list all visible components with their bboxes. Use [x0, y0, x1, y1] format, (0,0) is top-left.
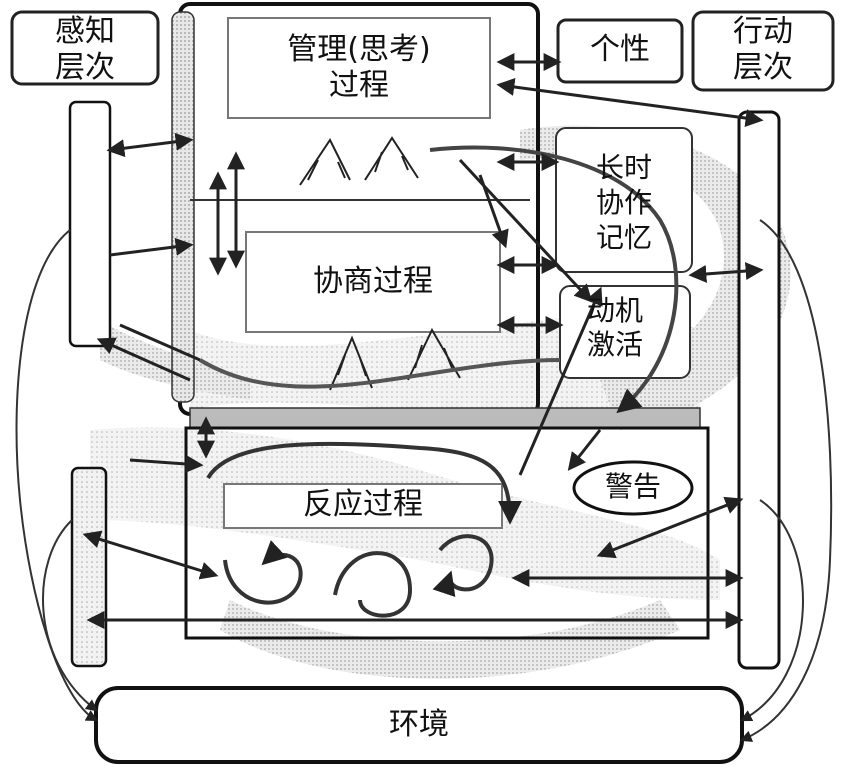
environment-label: 环境: [389, 707, 449, 742]
longterm-memory-line2: 协作: [595, 186, 652, 219]
personality-label: 个性: [590, 32, 650, 67]
motivation-label: 动机 激活: [560, 294, 670, 361]
tree-icons: [299, 136, 461, 391]
deliberation-box: [245, 231, 501, 333]
action-label: 行动 层次: [693, 14, 833, 86]
perception-bar-upper: [68, 100, 112, 348]
management-box: [227, 17, 491, 119]
longterm-memory-line3: 记忆: [595, 221, 652, 254]
motivation-line1: 动机: [586, 294, 643, 327]
connection-arrows: [82, 53, 764, 629]
management-label: 管理(思考) 过程: [228, 32, 490, 104]
perception-label-line1: 感知: [55, 14, 115, 49]
management-label-line2: 过程: [329, 68, 389, 103]
longterm-memory-label: 长时 协作 记忆: [556, 150, 692, 255]
perception-label: 感知 层次: [12, 14, 158, 86]
reactive-label: 反应过程: [303, 487, 423, 522]
action-bar: [737, 110, 781, 670]
longterm-memory-box: [555, 127, 693, 273]
cognitive-frame-side-bar: [171, 11, 195, 403]
deliberation-label: 协商过程: [313, 264, 433, 299]
perception-bar-lower: [70, 466, 108, 668]
action-label-line2: 层次: [733, 50, 793, 85]
perception-label-line2: 层次: [55, 50, 115, 85]
environment-box: [94, 686, 744, 764]
motivation-line2: 激活: [586, 327, 643, 361]
perception-label-box: [10, 10, 160, 86]
action-label-line1: 行动: [733, 14, 793, 49]
longterm-memory-line1: 长时: [595, 151, 652, 184]
reactive-frame-top-bar: [189, 407, 701, 429]
reactive-box: [223, 483, 503, 529]
alarm-label: 警告: [604, 470, 661, 503]
flow-curves: [15, 145, 833, 742]
management-label-line1: 管理(思考): [287, 32, 431, 67]
